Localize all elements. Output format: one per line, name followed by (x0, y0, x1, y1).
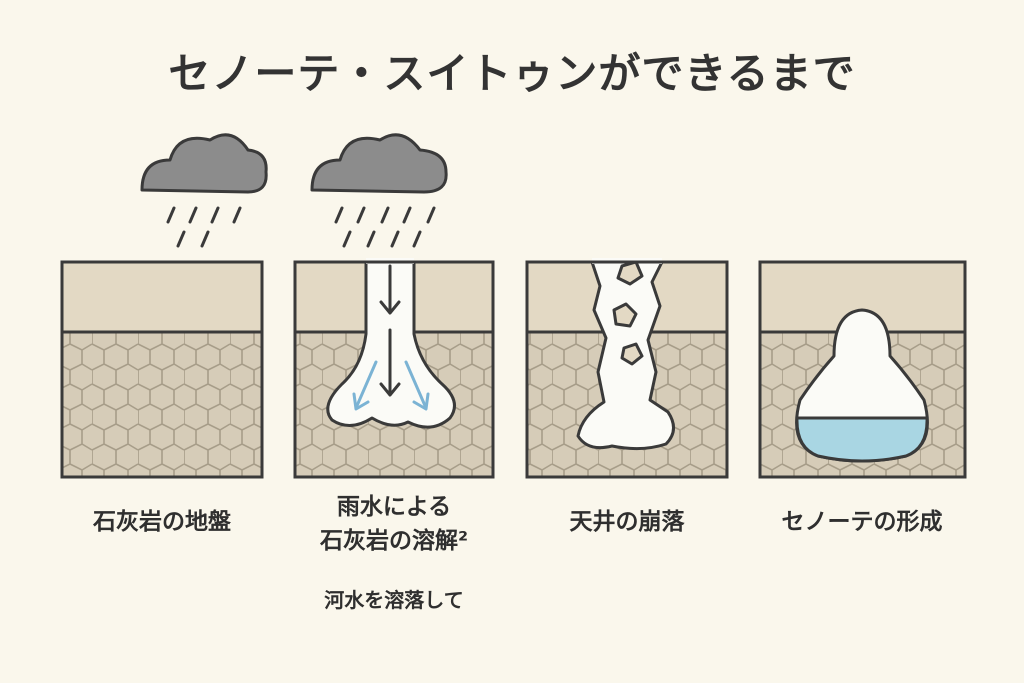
rain-cloud-icon (310, 133, 448, 194)
down-arrow-icon (379, 264, 401, 397)
step-label-cenote-formation: セノーテの形成 (781, 509, 943, 535)
step-label-limestone-ground: 石灰岩の地盤 (93, 509, 231, 535)
panel-cenote-formation (758, 260, 967, 479)
flow-arrow-icon (352, 360, 430, 411)
panel-ceiling-collapse (525, 258, 729, 479)
panel-rainwater-dissolution (293, 133, 495, 479)
step-label-line-1: 雨水による (336, 494, 452, 520)
panel-limestone-ground (60, 133, 268, 479)
falling-rock-icon (612, 260, 644, 366)
step-label-ceiling-collapse: 天井の崩落 (569, 509, 685, 535)
page-title: セノーテ・スイトゥンができるまで (168, 49, 856, 98)
rain-drops-icon (334, 206, 436, 248)
step-label-line-2: 石灰岩の溶解² (319, 528, 469, 554)
step-note: 河水を溶落して (324, 588, 464, 612)
step-label-rainwater-dissolution: 雨水による 石灰岩の溶解² (279, 490, 509, 558)
rain-cloud-icon (140, 133, 268, 194)
groundwater-pool (795, 416, 929, 463)
rain-drops-icon (166, 206, 242, 248)
